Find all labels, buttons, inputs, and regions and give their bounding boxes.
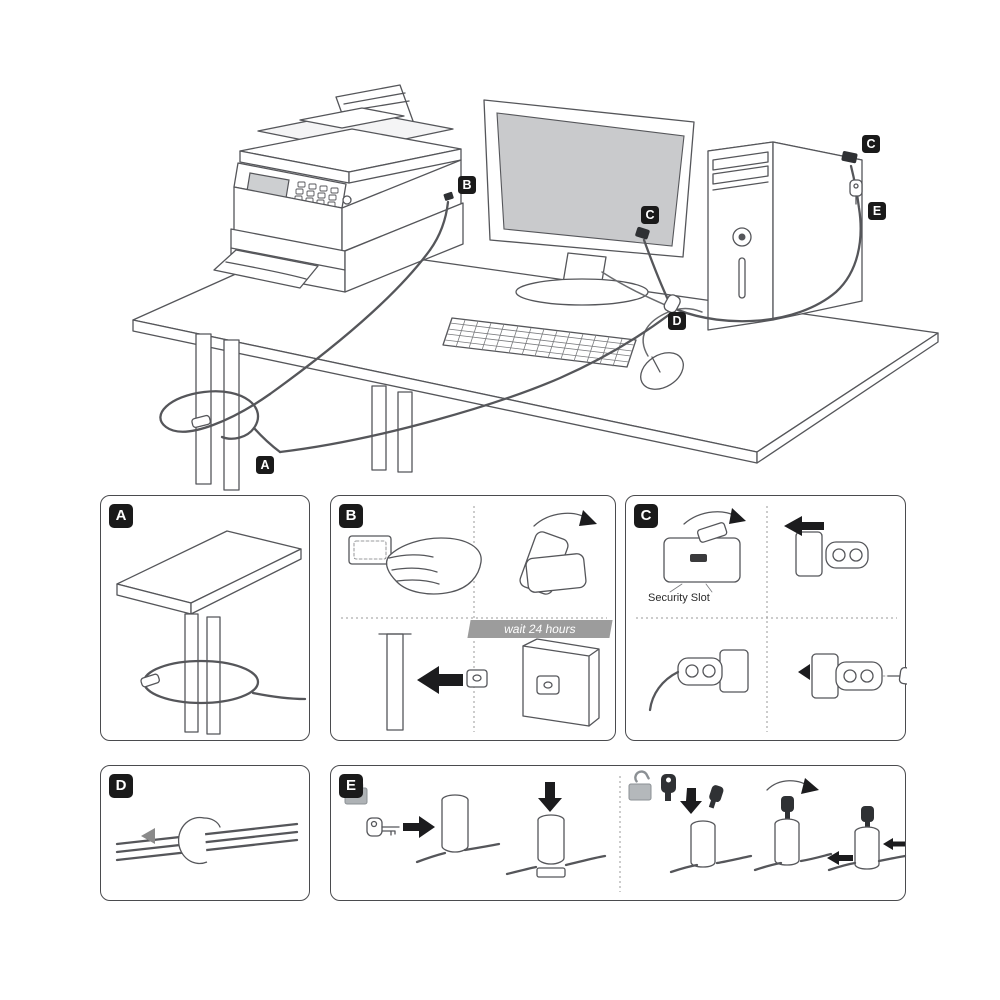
- key-icon: [661, 774, 676, 801]
- monitor-illustration: [483, 99, 695, 306]
- mouse-illustration: [640, 307, 703, 390]
- press-lock-step: [505, 782, 607, 878]
- callout-e: E: [868, 202, 886, 220]
- cable-clip: [663, 294, 681, 314]
- tower-pc-illustration: [707, 141, 863, 331]
- wait-banner: wait 24 hours: [467, 620, 613, 638]
- attach-anchor-side: [378, 633, 488, 731]
- panel-b: B wait 24 hours: [330, 495, 616, 741]
- callout-b: B: [458, 176, 476, 194]
- panel-a-label: A: [109, 504, 133, 528]
- key-into-lock: [798, 653, 907, 699]
- panel-c: C Security Slot: [625, 495, 907, 741]
- security-slot-plate: [663, 508, 746, 593]
- cable-ferrule: [140, 673, 160, 688]
- insert-key-step: [366, 794, 501, 864]
- panel-a: A: [100, 495, 310, 741]
- printer-illustration: [213, 84, 464, 293]
- security-cable-illustration: [159, 151, 863, 454]
- callout-d: D: [668, 312, 686, 330]
- monitor-lock-head: [635, 226, 650, 240]
- key-down-step: [669, 785, 753, 874]
- panel-d-label: D: [109, 774, 133, 798]
- turn-key-step: [753, 778, 833, 872]
- panel-d: D: [100, 765, 310, 901]
- panel-e-label: E: [339, 774, 363, 798]
- panel-c-label: C: [634, 504, 658, 528]
- insert-lock-head: [784, 516, 869, 577]
- panel-b-label: B: [339, 504, 363, 528]
- callout-c-tower: C: [862, 135, 880, 153]
- remove-cable-step: [827, 806, 907, 872]
- callout-a: A: [256, 456, 274, 474]
- tower-lock-head: [841, 151, 858, 164]
- panel-c-illustration: [636, 506, 907, 732]
- cable-ferrule: [191, 414, 211, 429]
- adhesive-sachet-and-hand: [348, 535, 482, 595]
- desk-scene-illustration: [132, 84, 939, 491]
- lock-attached: [648, 649, 749, 712]
- panel-e-illustration: [344, 770, 907, 892]
- panel-d-illustration: [115, 816, 299, 865]
- key-icon: [849, 179, 863, 205]
- rotate-anchor-plate: [519, 510, 597, 595]
- cable-clip: [177, 816, 208, 865]
- callout-c-monitor: C: [641, 206, 659, 224]
- printer-security-slot: [443, 191, 454, 201]
- keyboard-illustration: [442, 317, 637, 368]
- panel-b-illustration: [341, 506, 607, 732]
- arrow-left-icon: [141, 828, 155, 844]
- panel-e: E: [330, 765, 907, 901]
- padlock-open-icon: [628, 770, 652, 801]
- security-slot-label: Security Slot: [648, 592, 710, 604]
- panel-a-illustration: [116, 530, 307, 735]
- anchor-on-corner: [522, 638, 600, 727]
